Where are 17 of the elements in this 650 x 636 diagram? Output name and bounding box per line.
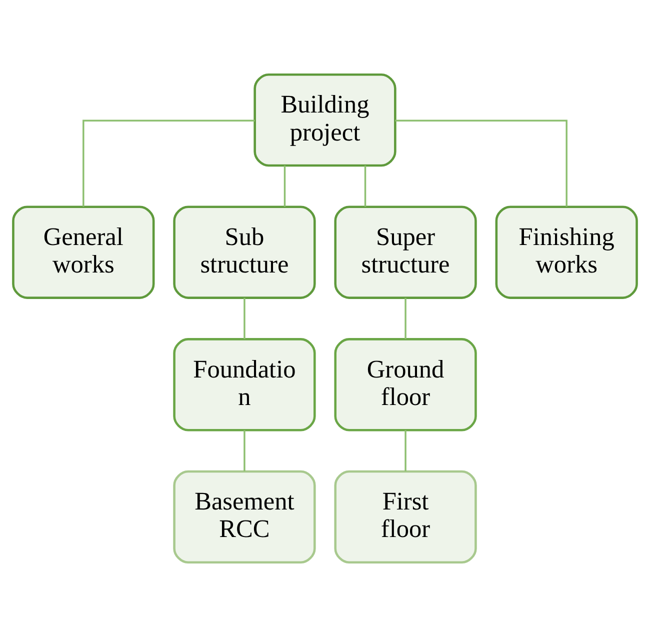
node-box: Building project <box>254 72 396 166</box>
node-box: General works <box>12 205 155 298</box>
connector <box>82 119 255 206</box>
node-box: Basement RCC <box>173 470 316 564</box>
connector <box>395 119 568 206</box>
node-box: Sub structure <box>173 205 316 298</box>
node-box: Foundatio n <box>173 338 316 431</box>
connector <box>364 165 366 206</box>
connector <box>244 297 246 339</box>
connector <box>284 165 286 206</box>
node-box: Ground floor <box>334 338 477 431</box>
connector <box>404 297 406 339</box>
node-box: Super structure <box>334 205 477 298</box>
node-box: Finishing works <box>495 205 638 298</box>
connector <box>404 430 406 471</box>
connector <box>244 430 246 471</box>
node-box: First floor <box>334 470 477 564</box>
